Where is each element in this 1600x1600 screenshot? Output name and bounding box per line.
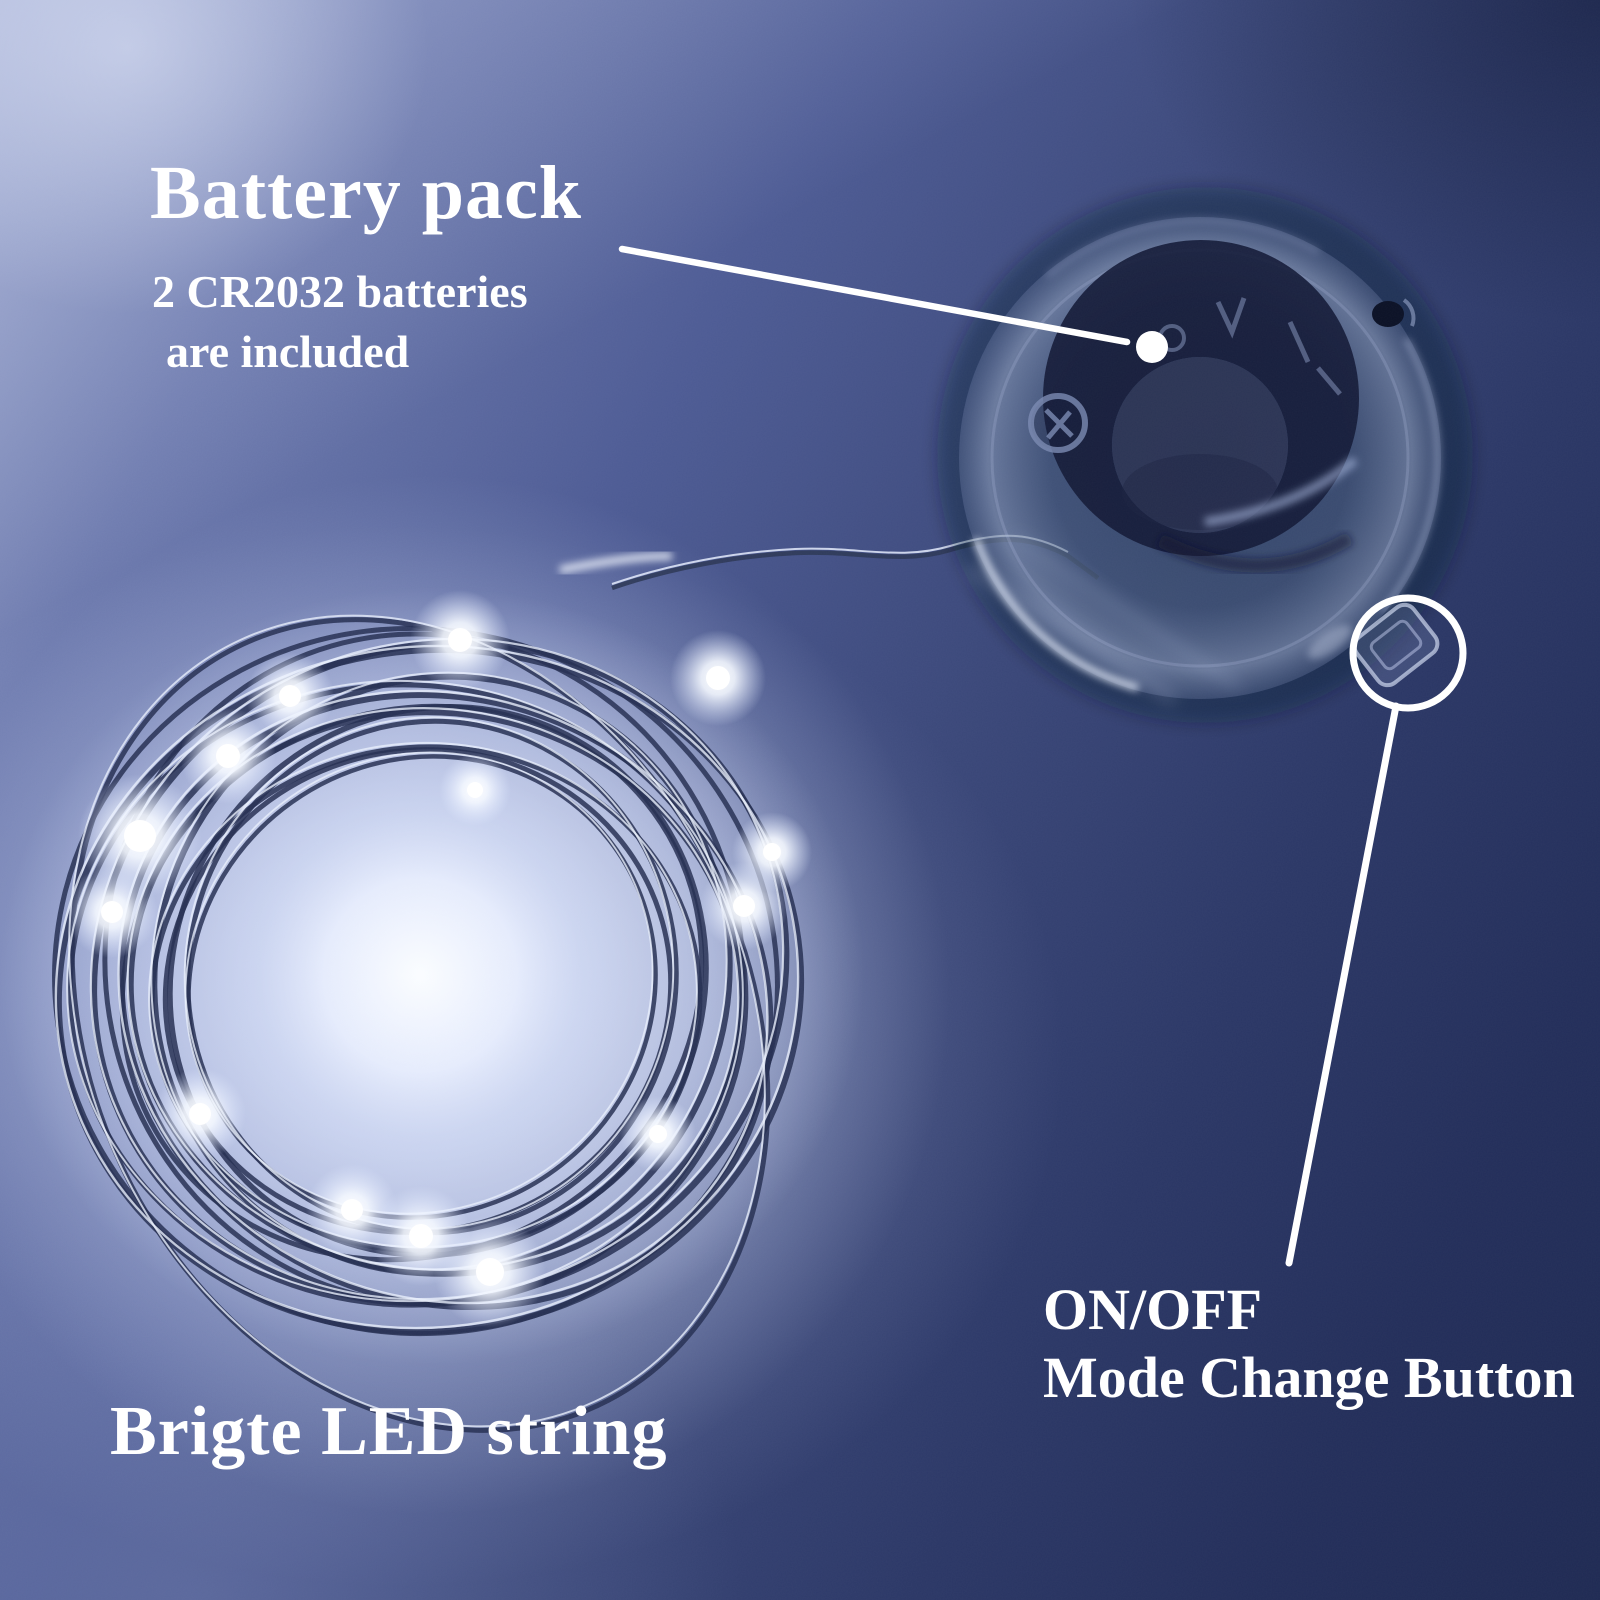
mode-button-label: ON/OFF Mode Change Button — [1043, 1276, 1575, 1412]
battery-pack-title-text: Battery pack — [150, 151, 583, 235]
led-string-label: Brigte LED string — [110, 1392, 668, 1472]
led-string-label-text: Brigte LED string — [110, 1393, 668, 1470]
battery-pack-subtitle: 2 CR2032 batteries are included — [152, 262, 528, 382]
mode-button-line2: Mode Change Button — [1043, 1345, 1575, 1410]
mode-button-line1: ON/OFF — [1043, 1277, 1263, 1342]
battery-pack-label: Battery pack — [150, 150, 582, 237]
battery-subtitle-line1: 2 CR2032 batteries — [152, 266, 528, 317]
battery-subtitle-line2: are included — [166, 326, 410, 377]
